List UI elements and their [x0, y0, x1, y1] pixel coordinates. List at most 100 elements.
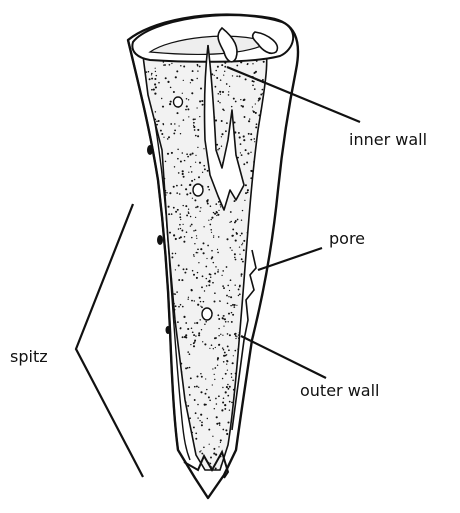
stipple-dot — [214, 75, 215, 76]
stipple-dot — [266, 335, 268, 337]
stipple-dot — [241, 244, 242, 245]
stipple-dot — [274, 349, 276, 351]
stipple-dot — [161, 392, 163, 394]
stipple-dot — [248, 120, 250, 122]
stipple-dot — [155, 255, 157, 257]
stipple-dot — [243, 139, 245, 141]
stipple-dot — [170, 463, 172, 465]
stipple-dot — [265, 407, 267, 409]
stipple-dot — [180, 160, 182, 162]
stipple-dot — [178, 279, 180, 281]
stipple-dot — [208, 220, 209, 221]
stipple-dot — [242, 261, 244, 263]
stipple-dot — [232, 228, 234, 230]
stipple-dot — [245, 149, 247, 151]
stipple-dot — [228, 91, 229, 92]
stipple-dot — [146, 307, 148, 309]
stipple-dot — [184, 478, 186, 480]
stipple-dot — [154, 441, 156, 443]
stipple-dot — [252, 106, 253, 107]
stipple-dot — [243, 412, 245, 414]
stipple-dot — [231, 373, 233, 375]
stipple-dot — [174, 453, 176, 455]
stipple-dot — [214, 374, 215, 375]
stipple-dot — [193, 122, 195, 124]
stipple-dot — [258, 100, 260, 102]
stipple-dot — [156, 311, 157, 312]
stipple-dot — [180, 65, 182, 67]
stipple-dot — [268, 333, 270, 335]
stipple-dot — [236, 65, 238, 67]
stipple-dot — [224, 404, 226, 406]
stipple-dot — [258, 450, 260, 452]
stipple-dot — [158, 120, 160, 122]
stipple-dot — [265, 379, 267, 381]
stipple-dot — [139, 326, 140, 327]
stipple-dot — [197, 404, 199, 406]
stipple-dot — [160, 316, 161, 317]
stipple-dot — [180, 363, 182, 365]
stipple-dot — [199, 100, 201, 102]
stipple-dot — [160, 287, 161, 288]
stipple-dot — [191, 171, 193, 173]
stipple-dot — [202, 104, 204, 106]
stipple-dot — [198, 387, 199, 388]
stipple-dot — [192, 432, 193, 433]
stipple-dot — [255, 439, 257, 441]
stipple-dot — [190, 344, 191, 345]
stipple-dot — [270, 458, 272, 460]
stipple-dot — [139, 207, 141, 209]
stipple-dot — [278, 339, 280, 341]
stipple-dot — [196, 238, 197, 239]
stipple-dot — [165, 194, 167, 196]
stipple-dot — [161, 98, 162, 99]
stipple-dot — [190, 82, 191, 83]
stipple-dot — [191, 300, 193, 302]
stipple-dot — [169, 232, 171, 234]
stipple-dot — [141, 412, 143, 414]
stipple-dot — [189, 192, 191, 194]
stipple-dot — [177, 112, 179, 114]
stipple-dot — [264, 440, 265, 441]
stipple-dot — [144, 304, 145, 305]
stipple-dot — [193, 274, 195, 276]
stipple-dot — [181, 230, 183, 232]
stipple-dot — [159, 438, 161, 440]
stipple-dot — [239, 286, 241, 288]
stipple-dot — [265, 331, 267, 333]
stipple-dot — [229, 386, 231, 388]
stipple-dot — [178, 306, 180, 308]
stipple-dot — [146, 445, 148, 447]
stipple-dot — [141, 270, 143, 272]
stipple-dot — [199, 162, 201, 164]
stipple-dot — [192, 70, 194, 72]
stipple-dot — [139, 250, 140, 251]
stipple-dot — [214, 408, 215, 409]
outer-wall-leader-line — [241, 336, 326, 378]
stipple-dot — [223, 315, 225, 317]
stipple-dot — [205, 266, 207, 268]
stipple-dot — [152, 245, 153, 246]
stipple-dot — [155, 252, 156, 253]
stipple-dot — [263, 357, 264, 358]
stipple-dot — [241, 258, 243, 260]
stipple-dot — [195, 162, 196, 163]
stipple-dot — [201, 306, 203, 308]
stipple-dot — [213, 453, 215, 455]
stipple-dot — [262, 407, 264, 409]
stipple-dot — [161, 133, 163, 135]
stipple-dot — [183, 268, 185, 270]
stipple-dot — [234, 333, 236, 335]
stipple-dot — [258, 446, 260, 448]
stipple-dot — [255, 464, 257, 466]
stipple-dot — [144, 218, 145, 219]
stipple-dot — [153, 237, 155, 239]
stipple-dot — [222, 401, 224, 403]
stipple-dot — [208, 429, 210, 431]
stipple-dot — [160, 130, 162, 132]
stipple-dot — [241, 105, 243, 107]
stipple-dot — [257, 337, 259, 339]
stipple-dot — [258, 432, 259, 433]
stipple-dot — [238, 334, 239, 335]
stipple-dot — [250, 170, 252, 172]
